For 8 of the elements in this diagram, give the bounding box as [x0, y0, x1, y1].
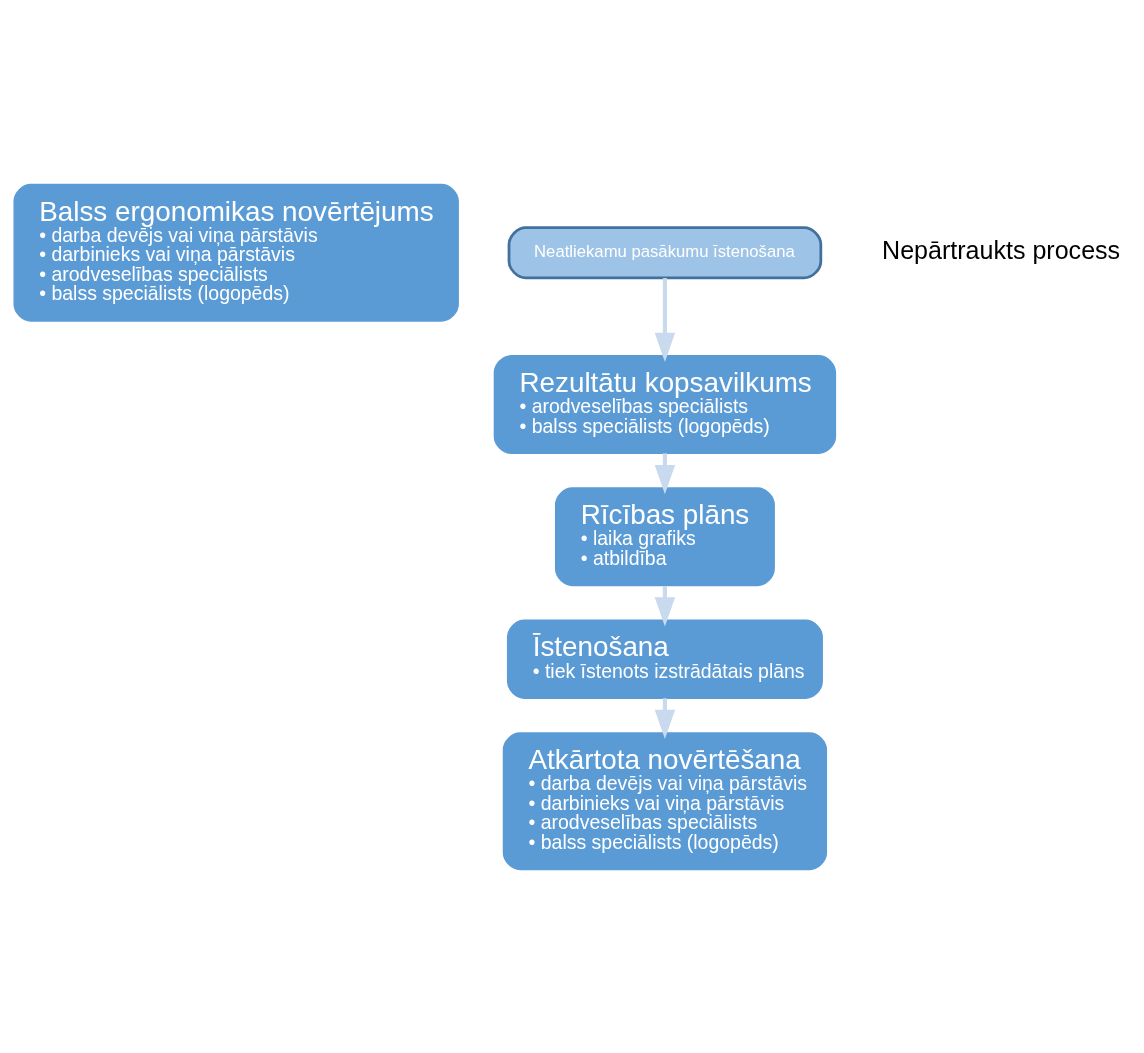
node-box: Rezultātu kopsavilkums • arodveselības speciālists • balss speciālists (logopēds) — [493, 354, 837, 454]
label: Nepārtraukts process — [882, 235, 1121, 264]
node-box: Neatliekamu pasākumu īstenošana — [507, 225, 823, 279]
node-box: Rīcības plāns • laika grafiks • atbildība — [554, 486, 775, 586]
node-box: Īstenošana • tiek īstenots izstrādātais plāns — [506, 619, 823, 699]
node-box: Atkārtota novērtēšana • darba devējs vai viņa pārstāvis • darbinieks vai viņa pārstāvis • arodveselības speciālists • balss speciālists (logopēds) — [502, 731, 828, 870]
arrow — [654, 277, 676, 362]
node-box: Balss ergonomikas novērtējums • darba devējs vai viņa pārstāvis • darbinieks vai viņa pārstāvis • arodveselības speciālists • balss speciālists (logopēds) — [13, 183, 459, 322]
